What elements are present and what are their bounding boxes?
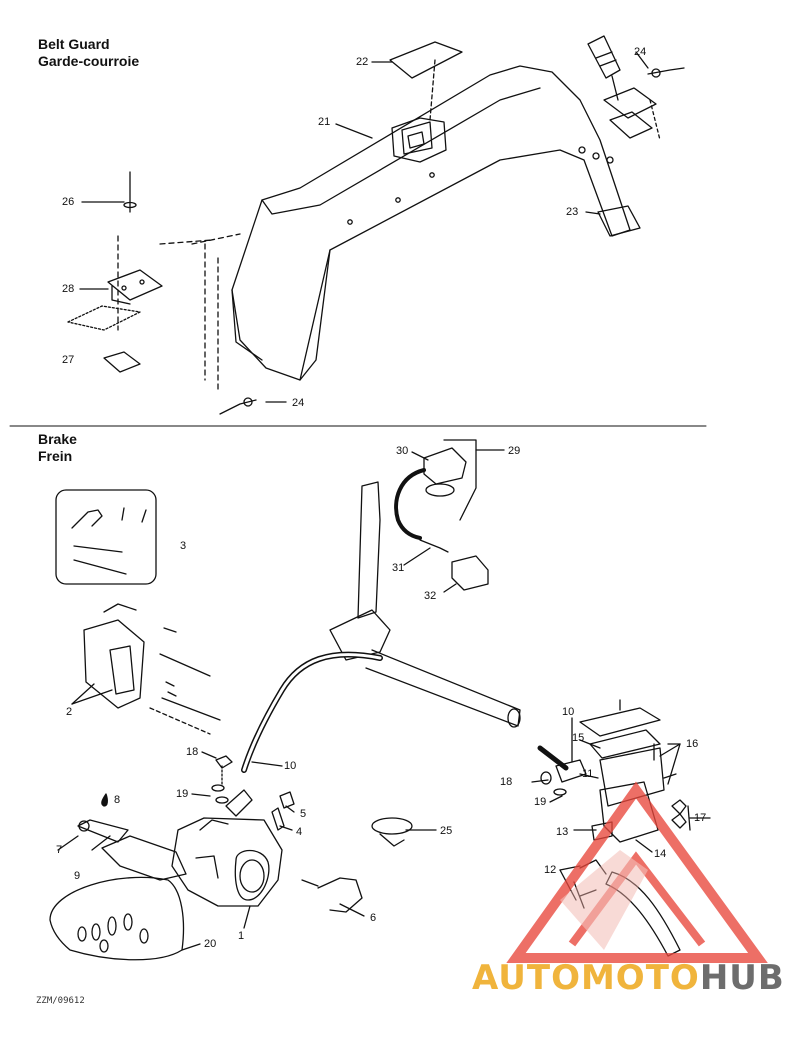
callout-6: 6 <box>370 912 377 924</box>
section-title-belt-guard: Belt Guard Garde-courroie <box>38 36 139 70</box>
callout-21: 21 <box>318 116 331 128</box>
callout-5: 5 <box>300 808 307 820</box>
callout-10-left: 10 <box>284 760 297 772</box>
callout-19-right: 19 <box>534 796 547 808</box>
callout-17: 17 <box>694 812 707 824</box>
callout-23: 23 <box>566 206 579 218</box>
callout-1: 1 <box>238 930 245 942</box>
callout-31: 31 <box>392 562 405 574</box>
callout-24-bottom: 24 <box>292 397 305 409</box>
callout-18-left: 18 <box>186 746 199 758</box>
callout-30: 30 <box>396 445 409 457</box>
drawing-code: ZZM/09612 <box>36 996 85 1006</box>
callout-24-top: 24 <box>634 46 647 58</box>
callout-14: 14 <box>654 848 667 860</box>
callout-9: 9 <box>74 870 81 882</box>
callout-27: 27 <box>62 354 75 366</box>
title-french: Frein <box>38 448 73 464</box>
automotohub-logo <box>506 781 768 963</box>
callout-19-left: 19 <box>176 788 189 800</box>
callout-7: 7 <box>56 844 63 856</box>
callout-15: 15 <box>572 732 585 744</box>
title-french: Garde-courroie <box>38 53 140 69</box>
callout-29: 29 <box>508 445 521 457</box>
callout-32: 32 <box>424 590 437 602</box>
watermark-part1: AUTOMOTO <box>472 958 700 998</box>
callout-16: 16 <box>686 738 699 750</box>
section-title-brake: Brake Frein <box>38 431 77 465</box>
belt-guard-drawing <box>67 35 685 415</box>
callout-11: 11 <box>582 768 594 780</box>
callout-25: 25 <box>440 825 453 837</box>
title-english: Brake <box>38 431 77 447</box>
brake-drawing <box>49 439 711 961</box>
callout-10-right: 10 <box>562 706 575 718</box>
callout-28: 28 <box>62 283 75 295</box>
callout-13: 13 <box>556 826 569 838</box>
callout-12: 12 <box>544 864 557 876</box>
callout-8: 8 <box>114 794 121 806</box>
callout-4: 4 <box>296 826 303 838</box>
callout-20: 20 <box>204 938 217 950</box>
callout-22: 22 <box>356 56 369 68</box>
watermark-part2: HUB <box>699 958 785 998</box>
callout-2: 2 <box>66 706 73 718</box>
title-english: Belt Guard <box>38 36 110 52</box>
callout-18-right: 18 <box>500 776 513 788</box>
callout-26: 26 <box>62 196 75 208</box>
callout-3: 3 <box>180 540 187 552</box>
automotohub-watermark: AUTOMOTOHUB <box>472 958 785 998</box>
